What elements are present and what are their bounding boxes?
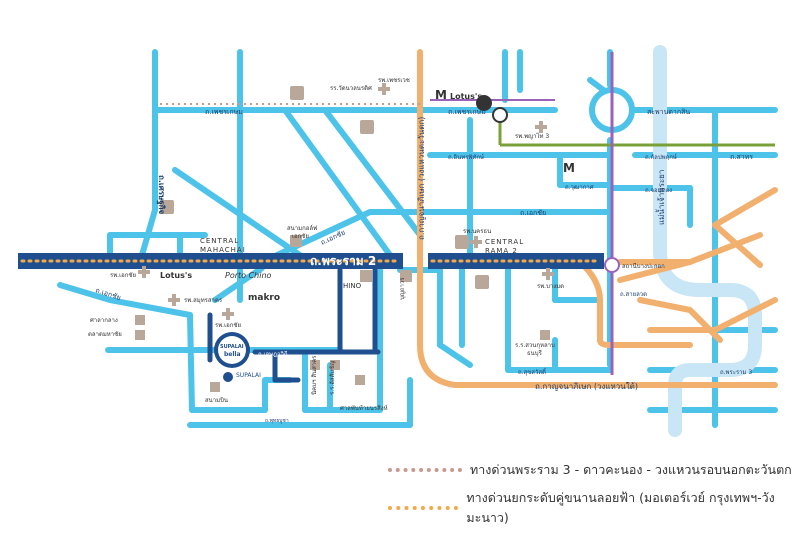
label-buddha: บุญถาวร (399, 277, 406, 300)
label-rp-bangmod: รพ.บางมด (537, 283, 564, 290)
label-taksin: สะพานตากสิน (647, 108, 690, 116)
label-school-2: ธนบุรี (527, 349, 543, 357)
label-chaophraya: แม่น้ำเจ้าพระยา (655, 170, 666, 225)
label-supalai: SUPALAI (220, 344, 244, 350)
label-bella: bella (224, 351, 241, 358)
label-golf: สนามกอล์ฟ (287, 224, 317, 232)
label-lotus-top: Lotus's (450, 92, 482, 101)
label-rp-ekachai: รพ.เอกชัย (110, 272, 136, 279)
label-small2: ถ.วุฒากาศ (565, 184, 594, 191)
project-pin (214, 332, 250, 382)
label-bmt: สถานีบางปะกอก (622, 262, 665, 270)
label-central-rama2-2: RAMA 2 (485, 247, 518, 255)
label-central-manachai: CENTRAL (200, 237, 239, 245)
label-supalai-logo: SUPALAI (236, 372, 261, 379)
purple-station-icon (604, 257, 620, 273)
label-ekachai: ถ.เอกชัย (520, 209, 546, 217)
legend-item-motorway: ทางด่วนยกระดับคู่ขนานลอยฟ้า (มอเตอร์เวย์… (388, 488, 800, 528)
legend-label-motorway: ทางด่วนยกระดับคู่ขนานลอยฟ้า (มอเตอร์เวย์… (466, 490, 775, 525)
label-small11: ถ.สายลวด (620, 291, 647, 298)
label-m-top: M (435, 88, 447, 102)
label-small3: ถ.กัลปพฤกษ์ (645, 153, 677, 161)
chao-phraya-river (653, 45, 762, 437)
label-central-manachai-2: MAHACHAI (200, 246, 246, 254)
rama2-road (18, 253, 604, 269)
place-markers (135, 86, 550, 392)
label-golf-2: เอกชัย (292, 233, 309, 240)
label-school: ร.ร.สวนกุหลาบ (515, 342, 555, 349)
label-sathorn: ถ.สาทร (730, 153, 753, 161)
label-small1: ถ.อินทรพิทักษ์ (448, 153, 484, 161)
label-phetkasem: ถ.เพชรเกษม (205, 108, 243, 116)
label-kanchana-west: ถ.กาญจนาภิเษก (วงแหวนตะวันตก) (417, 117, 426, 240)
label-porto: Porto Chino (225, 271, 272, 280)
label-hino: HINO (343, 282, 362, 290)
label-rama2: ถ.พระราม 2 (310, 254, 376, 268)
label-school2: ร.ร.อัสสัมชัญ (329, 361, 336, 395)
label-rp-bangpakok: รพ.นครธน (463, 228, 491, 235)
label-kanchana-south: ถ.กาญจนาภิเษก (วงแหวนใต้) (535, 382, 638, 391)
bts-station-icon (492, 107, 508, 123)
legend-item-rama3: ทางด่วนพระราม 3 - ดาวคะนอง - วงแหวนรอบนอ… (388, 460, 792, 480)
label-makro: makro (248, 293, 280, 303)
label-saladaeng: ศาลากลาง (90, 317, 118, 324)
label-central-rama2: CENTRAL (485, 238, 524, 246)
label-small5: ถ.สุขสวัสดิ์ (518, 367, 547, 376)
legend-swatch-motorway (388, 506, 459, 510)
label-rp-phet: รพ.เพชรเวช (378, 77, 410, 84)
label-shrine: ศาลพันท้ายนรสิงห์ (340, 404, 388, 412)
orange-expressways (417, 49, 778, 388)
label-market: นิคมฯ สินสาคร (311, 355, 318, 395)
label-small4: ถ.จอมทอง (645, 187, 672, 194)
label-small10: ถ.พระราม 3 (720, 369, 752, 376)
legend-label-rama3: ทางด่วนพระราม 3 - ดาวคะนอง - วงแหวนรอบนอ… (470, 462, 792, 477)
label-small9: ถ.พุทธบูชา (265, 418, 289, 424)
label-rp-samutsakorn: รพ.สมุทรสาคร (184, 297, 223, 304)
label-rp-ekachai2: รพ.เอกชัย (215, 322, 241, 329)
label-airport: สนามบิน (205, 397, 228, 404)
label-talad: ตลาดมหาชัย (88, 331, 122, 338)
hospital-crosses (138, 83, 554, 320)
project-access-roads (207, 267, 381, 383)
label-lotus-left: Lotus's (160, 271, 192, 280)
label-rp-phraram3: รพ.พญาไท 3 (515, 132, 549, 140)
label-setthakit: ถ.เศรษฐกิจ (156, 175, 166, 215)
label-soi-yang: ถ.เจษฎาวิถี (258, 350, 288, 358)
label-m-mid: M (563, 161, 575, 175)
label-phetkasem2: ถ.เพชรเกษม (448, 108, 486, 116)
legend-swatch-rama3 (388, 468, 462, 472)
label-wat-top: รร.วัดนวลนรดิศ (330, 85, 372, 92)
mrt-station-icon (476, 95, 492, 111)
